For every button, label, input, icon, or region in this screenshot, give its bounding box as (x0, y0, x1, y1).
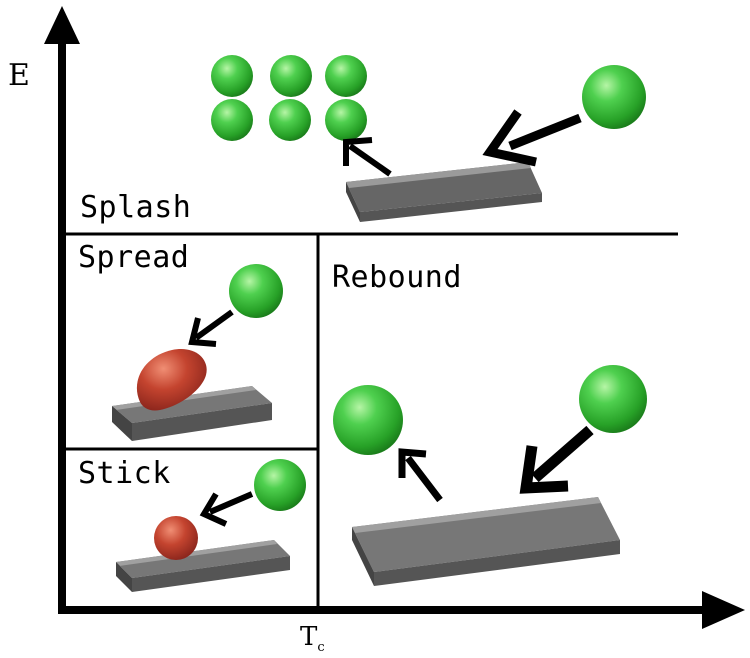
splash-droplet-cluster (211, 55, 367, 141)
splash-droplet (270, 55, 312, 97)
splash-incoming-arrow (482, 109, 582, 167)
splash-droplet (211, 99, 253, 141)
rebound-incoming-droplet (579, 365, 647, 433)
y-axis (44, 6, 80, 612)
x-axis-label-main: T (300, 622, 318, 652)
region-label-spread: Spread (78, 240, 190, 275)
stick-incoming-droplet (254, 459, 306, 511)
y-axis-label: E (8, 58, 30, 93)
x-axis-label: Tc (300, 622, 325, 655)
rebound-bounced-droplet (333, 385, 403, 455)
rebound-illustration (333, 365, 647, 586)
splash-droplet (325, 55, 367, 97)
splash-droplet (325, 99, 367, 141)
x-axis (58, 591, 745, 629)
splash-illustration (211, 55, 646, 222)
spread-impact-arrow (188, 309, 234, 347)
region-label-splash: Splash (80, 190, 192, 225)
region-label-stick: Stick (78, 456, 171, 491)
x-axis-label-subscript: c (317, 640, 325, 656)
region-dividers (62, 232, 678, 612)
splash-incoming-droplet (582, 65, 646, 129)
spread-illustration (112, 264, 283, 441)
splash-plate (346, 162, 542, 222)
stick-illustration (116, 459, 306, 592)
splash-droplet (211, 55, 253, 97)
rebound-plate (352, 497, 620, 586)
spread-deformed-droplet (136, 349, 207, 411)
stick-droplet (154, 516, 198, 560)
rebound-incoming-arrow (519, 425, 594, 494)
splash-ejection-arrow (343, 137, 392, 177)
spread-plate (112, 386, 272, 441)
stick-plate (116, 540, 290, 592)
region-label-rebound: Rebound (332, 260, 462, 295)
rebound-bounce-arrow (398, 448, 443, 503)
spread-incoming-droplet (229, 264, 283, 318)
splash-droplet (269, 99, 311, 141)
stick-impact-arrow (199, 491, 254, 527)
